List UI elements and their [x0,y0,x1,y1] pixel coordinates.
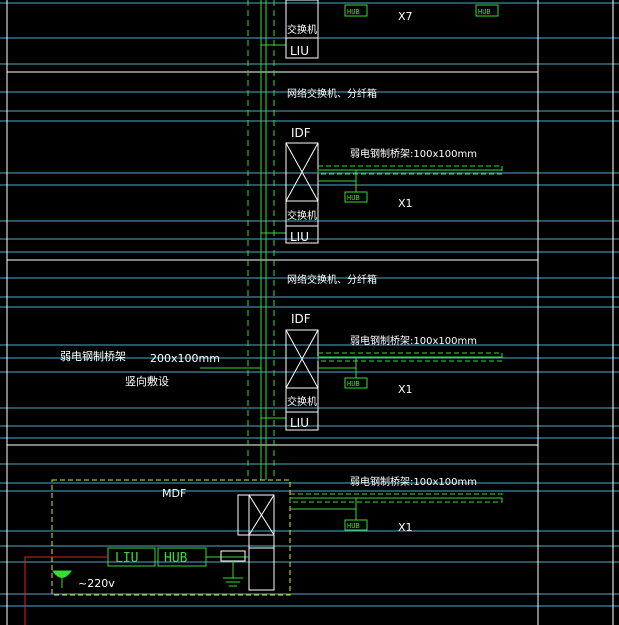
floor-mdf: MDF 弱电钢制桥架:100x100mm HUB X1 LIU HUB [24,475,503,625]
switch-fiber-box-label: 网络交换机、分纤箱 [287,87,377,100]
hub-icon [344,519,368,531]
power-label: ~220v [78,577,115,590]
svg-text:HUB: HUB [347,194,360,202]
tray-label: 弱电钢制桥架:100x100mm [350,475,477,488]
floor-lines [0,2,619,607]
switch-label-top: 交换机 [287,23,317,36]
power-outlet-icon [52,570,72,588]
tray-label: 弱电钢制桥架:100x100mm [350,334,477,347]
hub-icon [344,377,368,389]
floor-top: 交换机 LIU HUB HUB X7 [285,0,499,59]
hub-icon [475,4,499,17]
ground-icon [223,561,243,587]
svg-text:HUB: HUB [347,380,360,388]
count-label: X1 [398,521,413,534]
floor-1: 网络交换机、分纤箱 IDF 交换机 LIU 弱电钢制桥架:100x100mm H… [60,273,503,431]
switch-label: 交换机 [287,209,317,222]
svg-text:HUB: HUB [347,522,360,530]
riser-cables [200,0,286,480]
liu-label: LIU [115,551,138,566]
liu-label-top: LIU [290,44,309,58]
vertical-tray-size: 200x100mm [150,352,220,365]
floor-2: 网络交换机、分纤箱 IDF 交换机 LIU 弱电钢制桥架:100x100mm H… [285,87,503,244]
rack-panel [237,494,250,536]
vertical-tray-note: 竖向敷设 [125,374,169,388]
idf-label: IDF [291,126,311,140]
count-label: X1 [398,383,413,396]
drawing-frame [6,0,614,625]
mdf-room-boundary [51,479,291,596]
mdf-label: MDF [162,487,186,500]
svg-text:HUB: HUB [478,8,491,16]
hub-label: HUB [164,551,188,566]
riser-dashed-lines [247,0,275,480]
idf-label: IDF [291,312,311,326]
power-line [24,556,108,625]
patch-panel [220,550,246,562]
hub-icon [344,4,368,17]
count-label: X7 [398,10,413,23]
svg-text:HUB: HUB [347,8,360,16]
tray-label: 弱电钢制桥架:100x100mm [350,147,477,160]
vertical-tray-title: 弱电钢制桥架 [60,350,126,363]
switch-cabinet-top [285,0,319,59]
hub-icon [344,191,368,203]
switch-label: 交换机 [287,395,317,408]
main-switch-rack [248,494,275,591]
count-label: X1 [398,197,413,210]
liu-label: LIU [290,230,309,244]
liu-label: LIU [290,416,309,430]
switch-fiber-box-label: 网络交换机、分纤箱 [287,273,377,286]
